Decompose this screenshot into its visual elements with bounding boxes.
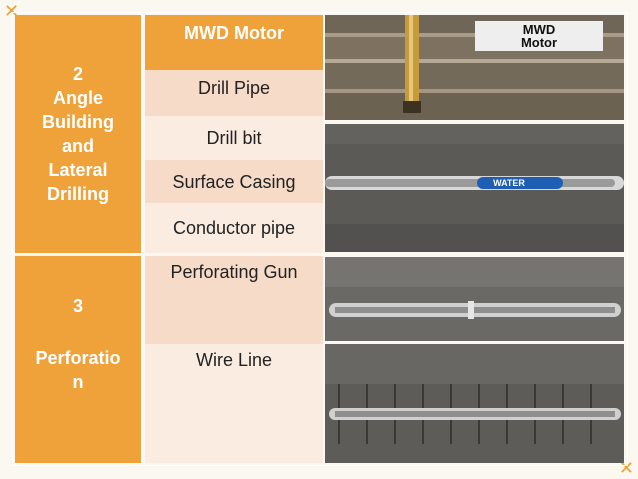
stage-2-number: 2 bbox=[72, 64, 83, 84]
water-label: WATER bbox=[493, 178, 525, 188]
stage-3-label: 3 Perforatio n bbox=[15, 256, 143, 463]
component-drill-bit: Drill bit bbox=[145, 116, 323, 160]
stage-2-line-drilling: Drilling bbox=[47, 184, 109, 204]
stage-2-line-lateral: Lateral bbox=[48, 160, 108, 180]
component-wire-line: Wire Line bbox=[145, 344, 323, 463]
stage-2-line-angle: Angle bbox=[52, 88, 103, 108]
component-drill-pipe: Drill Pipe bbox=[145, 70, 323, 116]
stage-3-number: 3 bbox=[72, 296, 83, 316]
component-perforating-gun: Perforating Gun bbox=[145, 256, 323, 344]
component-conductor-pipe: Conductor pipe bbox=[145, 203, 323, 253]
wire-line-image bbox=[325, 344, 624, 463]
slide-frame bbox=[12, 12, 628, 466]
water-well-pipe-image: WATER bbox=[325, 124, 624, 252]
stage-2-line-building: Building bbox=[42, 112, 114, 132]
stage-2-line-and: and bbox=[61, 136, 94, 156]
mwd-sign-line-2: Motor bbox=[521, 35, 557, 50]
stage-3-line-1: Perforatio bbox=[35, 348, 121, 368]
stage-3-line-2: n bbox=[72, 372, 84, 392]
stage-2-label: 2 Angle Building and Lateral Drilling bbox=[15, 15, 143, 253]
perforating-gun-image bbox=[325, 257, 624, 341]
mwd-sign-line-1: MWD bbox=[523, 22, 556, 37]
component-mwd-motor: MWD Motor bbox=[145, 15, 323, 70]
component-surface-casing: Surface Casing bbox=[145, 160, 323, 203]
mwd-motor-image: MWD Motor bbox=[325, 15, 624, 120]
corner-decoration-bottom-right: ✕ bbox=[618, 458, 634, 478]
